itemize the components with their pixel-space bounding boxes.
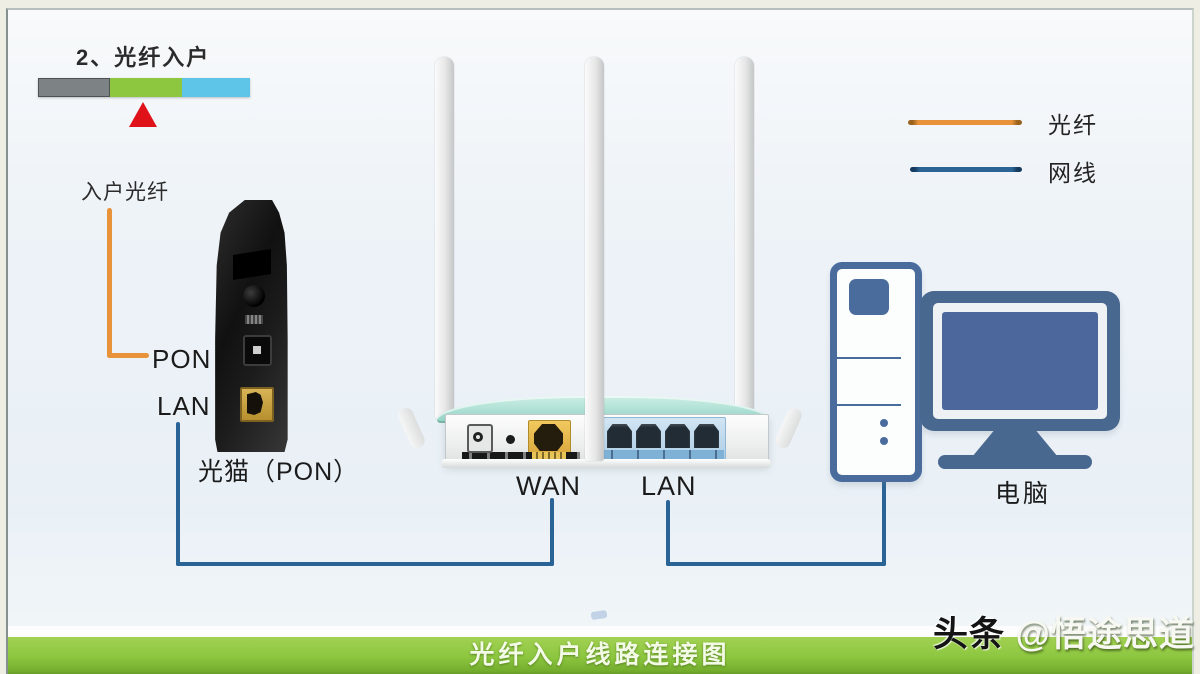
router-base bbox=[441, 459, 771, 468]
ethernet-cable-wan-riser bbox=[550, 498, 554, 566]
pc-tower-button-icon bbox=[880, 437, 888, 445]
pon-modem-illustration bbox=[215, 200, 288, 452]
footer-white-strip bbox=[8, 626, 1192, 637]
legend-fiber-label: 光纤 bbox=[1048, 112, 1098, 138]
current-step-marker-icon bbox=[129, 102, 157, 127]
router-reset-button-icon bbox=[506, 435, 515, 444]
progress-segment-next bbox=[182, 78, 250, 97]
router-power-port-icon bbox=[467, 424, 493, 453]
pc-tower bbox=[830, 262, 922, 482]
modem-lan-port-label: LAN bbox=[157, 391, 211, 421]
legend-ethernet-line bbox=[910, 167, 1022, 172]
modem-pon-port-label: PON bbox=[152, 344, 212, 374]
modem-sticker bbox=[245, 315, 263, 324]
router-lan-port-2 bbox=[636, 424, 661, 448]
pc-monitor-bezel bbox=[933, 303, 1107, 419]
progress-segment-current bbox=[110, 78, 182, 97]
modem-pon-port bbox=[243, 335, 272, 366]
router-lan-port-1 bbox=[607, 424, 632, 448]
ethernet-cable-pc-riser bbox=[882, 464, 886, 566]
incoming-fiber-label: 入户光纤 bbox=[81, 181, 169, 204]
ethernet-cable-pc-run bbox=[666, 562, 886, 566]
watermark-handle: @悟途思道 bbox=[1015, 615, 1195, 654]
pc-monitor-base bbox=[938, 455, 1092, 469]
pc-monitor-screen bbox=[942, 312, 1098, 410]
pc-monitor bbox=[920, 291, 1120, 431]
watermark-prefix: 头条 bbox=[933, 615, 1016, 654]
pc-tower-button-icon bbox=[880, 419, 888, 427]
legend-ethernet-label: 网线 bbox=[1048, 160, 1098, 186]
router-antenna-center bbox=[585, 57, 604, 461]
step-title: 2、光纤入户 bbox=[76, 45, 211, 70]
router-wan-port bbox=[528, 420, 571, 456]
footer-title-bar: 光纤入户线路连接图 bbox=[8, 637, 1192, 674]
footer-title: 光纤入户线路连接图 bbox=[469, 641, 731, 669]
progress-bar bbox=[38, 78, 250, 97]
router-antenna-left bbox=[435, 57, 454, 419]
modem-knob bbox=[243, 285, 265, 307]
router-wan-label: WAN bbox=[516, 471, 581, 501]
router-label-strip bbox=[462, 452, 580, 462]
modem-top-slot bbox=[233, 248, 271, 281]
progress-segment-done bbox=[38, 78, 110, 97]
pc-tower-divider bbox=[837, 357, 901, 359]
modem-caption: 光猫（PON） bbox=[198, 458, 360, 486]
router-lan-port-3 bbox=[665, 424, 690, 448]
router-antenna-right bbox=[735, 57, 754, 419]
computer-caption: 电脑 bbox=[995, 480, 1052, 508]
legend-fiber-line bbox=[908, 120, 1022, 125]
pc-tower-divider bbox=[837, 404, 901, 406]
pc-tower-drive-bay bbox=[849, 279, 889, 315]
watermark: 头条 @悟途思道 bbox=[933, 606, 1195, 657]
router-lan-label: LAN bbox=[641, 471, 697, 501]
router-lan-port-4 bbox=[694, 424, 719, 448]
ethernet-cable-modem-run bbox=[176, 562, 554, 566]
ethernet-cable-lan-drop bbox=[666, 500, 670, 566]
fiber-cable-line-vertical bbox=[107, 208, 112, 358]
router-wan-port-tag bbox=[532, 452, 566, 462]
fiber-cable-line-horizontal bbox=[107, 353, 149, 358]
ethernet-cable-modem-drop bbox=[176, 422, 180, 566]
modem-lan-port bbox=[240, 387, 274, 422]
